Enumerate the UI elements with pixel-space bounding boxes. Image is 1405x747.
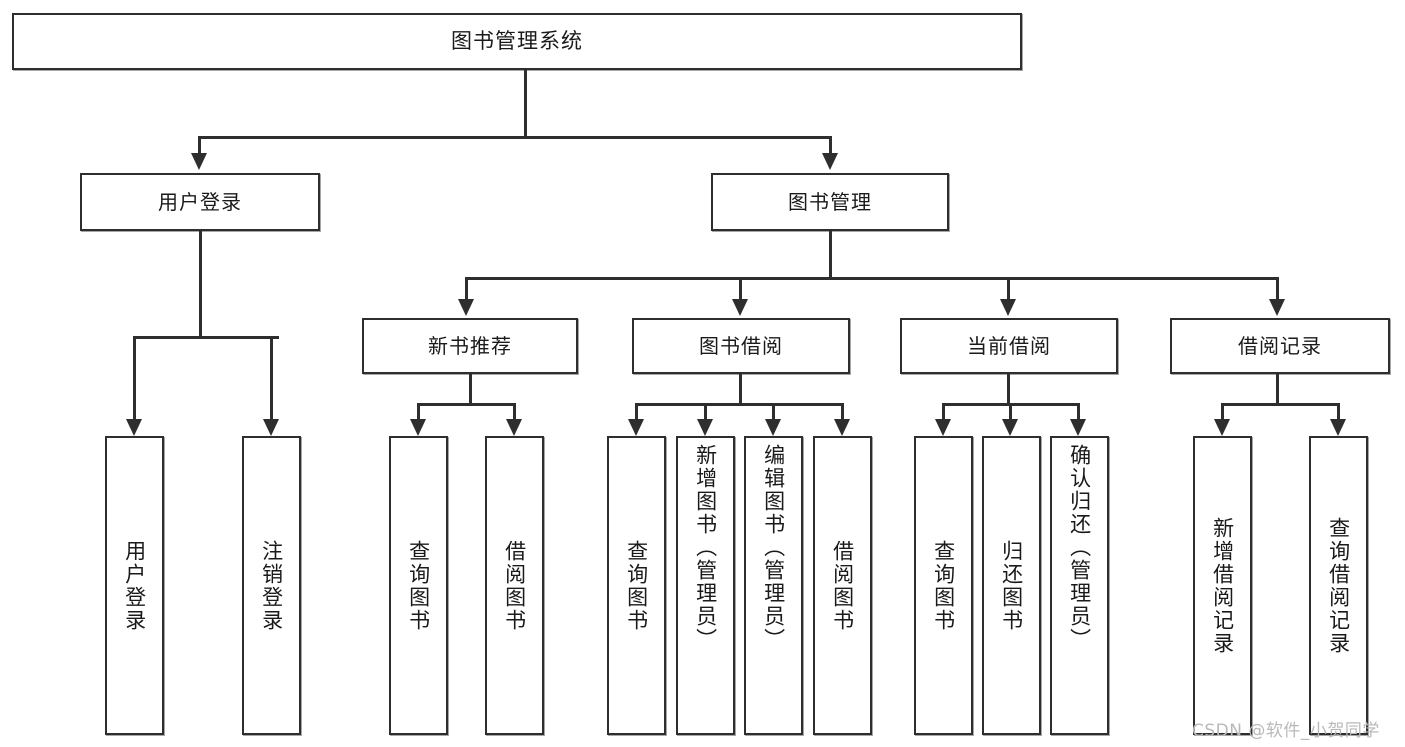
arrowhead-book-manage-to-book-borrow — [732, 299, 748, 316]
leaf-label: 用户登录 — [122, 539, 147, 632]
node-new-book-recommend[interactable]: 新书推荐 — [362, 318, 578, 374]
connector-new-book-branch-1 — [417, 403, 420, 420]
leaf-user-login-logout[interactable]: 注销登录 — [242, 436, 301, 735]
connector-borrow-record-branch-1 — [1221, 403, 1224, 420]
node-book-borrow[interactable]: 图书借阅 — [632, 318, 850, 374]
connector-root-to-user-login — [198, 136, 201, 154]
arrowhead-root-to-user-login — [191, 153, 207, 170]
leaf-new-book-borrow-book[interactable]: 借阅图书 — [485, 436, 544, 735]
arrowhead-root-to-book-manage — [822, 153, 838, 170]
connector-current-borrow-branch-2 — [1009, 403, 1012, 420]
connector-current-borrow-branch-1 — [942, 403, 945, 420]
arrowhead-current-borrow-leaf-3 — [1070, 419, 1086, 436]
connector-new-book-stem — [469, 374, 472, 405]
leaf-current-borrow-confirm-return-admin[interactable]: 确认归还（管理员） — [1050, 436, 1109, 735]
connector-new-book-branch-2 — [513, 403, 516, 420]
leaf-current-borrow-query-book[interactable]: 查询图书 — [914, 436, 973, 735]
leaf-user-login-user-login[interactable]: 用户登录 — [105, 436, 164, 735]
node-user-login[interactable]: 用户登录 — [80, 173, 320, 231]
leaf-current-borrow-return-book[interactable]: 归还图书 — [982, 436, 1041, 735]
connector-book-manage-branch-2 — [739, 277, 742, 300]
connector-book-borrow-branch-1 — [635, 403, 638, 420]
connector-user-login-branch-2 — [270, 336, 273, 420]
connector-book-manage-stem — [829, 231, 832, 278]
arrowhead-book-manage-to-borrow-record — [1269, 299, 1285, 316]
connector-book-borrow-rail — [635, 403, 843, 406]
arrowhead-book-borrow-leaf-4 — [834, 419, 850, 436]
connector-new-book-rail — [417, 403, 515, 406]
connector-root-rail — [198, 136, 831, 139]
node-label: 当前借阅 — [967, 334, 1051, 358]
connector-book-borrow-branch-2 — [704, 403, 707, 420]
arrowhead-book-borrow-leaf-2 — [697, 419, 713, 436]
connector-book-borrow-stem — [739, 374, 742, 405]
arrowhead-user-login-leaf-1 — [126, 419, 142, 436]
connector-borrow-record-branch-2 — [1337, 403, 1340, 420]
node-borrow-record[interactable]: 借阅记录 — [1170, 318, 1390, 374]
node-label: 图书借阅 — [699, 334, 783, 358]
arrowhead-new-book-leaf-2 — [506, 419, 522, 436]
leaf-book-borrow-edit-book-admin[interactable]: 编辑图书（管理员） — [744, 436, 803, 735]
node-label: 图书管理 — [788, 190, 872, 214]
leaf-label: 编辑图书（管理员） — [761, 444, 786, 651]
node-label: 用户登录 — [158, 190, 242, 214]
connector-borrow-record-rail — [1221, 403, 1339, 406]
leaf-borrow-record-add-record[interactable]: 新增借阅记录 — [1193, 436, 1252, 735]
arrowhead-book-borrow-leaf-1 — [628, 419, 644, 436]
connector-root-to-book-manage — [829, 136, 832, 154]
connector-root-stem — [524, 70, 527, 137]
connector-current-borrow-branch-3 — [1077, 403, 1080, 420]
connector-user-login-rail — [133, 336, 279, 339]
node-current-borrow[interactable]: 当前借阅 — [900, 318, 1118, 374]
leaf-book-borrow-query-book[interactable]: 查询图书 — [607, 436, 666, 735]
arrowhead-current-borrow-leaf-2 — [1002, 419, 1018, 436]
leaf-book-borrow-borrow-book[interactable]: 借阅图书 — [813, 436, 872, 735]
arrowhead-new-book-leaf-1 — [410, 419, 426, 436]
leaf-borrow-record-query-record[interactable]: 查询借阅记录 — [1309, 436, 1368, 735]
connector-book-borrow-branch-3 — [772, 403, 775, 420]
arrowhead-book-manage-to-current-borrow — [1000, 299, 1016, 316]
node-book-management[interactable]: 图书管理 — [711, 173, 949, 231]
leaf-book-borrow-add-book-admin[interactable]: 新增图书（管理员） — [676, 436, 735, 735]
node-label: 新书推荐 — [428, 334, 512, 358]
arrowhead-book-borrow-leaf-3 — [765, 419, 781, 436]
leaf-label: 查询图书 — [624, 539, 649, 632]
leaf-label: 查询借阅记录 — [1326, 516, 1351, 655]
leaf-new-book-query-book[interactable]: 查询图书 — [389, 436, 448, 735]
connector-user-login-branch-1 — [133, 336, 136, 420]
connector-book-manage-branch-4 — [1276, 277, 1279, 300]
node-label: 借阅记录 — [1238, 334, 1322, 358]
node-root-library-management-system[interactable]: 图书管理系统 — [12, 13, 1022, 70]
leaf-label: 借阅图书 — [502, 539, 527, 632]
arrowhead-borrow-record-leaf-2 — [1330, 419, 1346, 436]
connector-current-borrow-stem — [1007, 374, 1010, 405]
leaf-label: 新增借阅记录 — [1210, 516, 1235, 655]
arrowhead-borrow-record-leaf-1 — [1214, 419, 1230, 436]
leaf-label: 新增图书（管理员） — [693, 444, 718, 651]
leaf-label: 借阅图书 — [830, 539, 855, 632]
leaf-label: 注销登录 — [259, 539, 284, 632]
connector-book-manage-rail — [465, 277, 1276, 280]
leaf-label: 查询图书 — [406, 539, 431, 632]
arrowhead-current-borrow-leaf-1 — [935, 419, 951, 436]
leaf-label: 确认归还（管理员） — [1067, 444, 1092, 651]
connector-borrow-record-stem — [1276, 374, 1279, 405]
connector-user-login-stem — [199, 231, 202, 337]
node-label: 图书管理系统 — [451, 28, 583, 53]
leaf-label: 查询图书 — [931, 539, 956, 632]
arrowhead-book-manage-to-new-book — [458, 299, 474, 316]
connector-book-borrow-branch-4 — [841, 403, 844, 420]
connector-book-manage-branch-3 — [1007, 277, 1010, 300]
arrowhead-user-login-leaf-2 — [263, 419, 279, 436]
connector-book-manage-branch-1 — [465, 277, 468, 300]
leaf-label: 归还图书 — [999, 539, 1024, 632]
